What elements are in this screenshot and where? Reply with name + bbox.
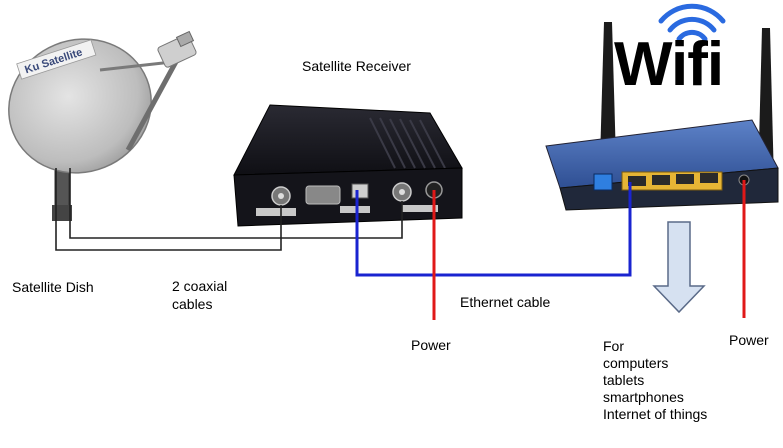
list-item: tablets	[603, 372, 645, 388]
satellite-dish-icon: Ku Satellite	[8, 30, 197, 221]
list-item: smartphones	[603, 389, 684, 405]
ethernet-cable	[355, 182, 632, 277]
devices-list: For computers tablets smartphones Intern…	[603, 338, 707, 423]
coax-label-line2: cables	[172, 296, 213, 312]
ethernet-label: Ethernet cable	[460, 294, 551, 310]
power-label-router: Power	[729, 332, 769, 348]
wifi-router-icon	[545, 22, 779, 211]
devices-title: For	[603, 338, 624, 354]
wifi-signal-icon	[658, 3, 726, 42]
power-label-receiver: Power	[411, 337, 451, 353]
wifi-logo-text: Wifi	[614, 30, 724, 99]
list-item: Internet of things	[603, 406, 708, 422]
down-arrow-icon	[652, 221, 706, 314]
dish-label: Satellite Dish	[12, 279, 94, 295]
receiver-label: Satellite Receiver	[302, 58, 411, 74]
coaxial-cables	[55, 168, 403, 251]
list-item: computers	[603, 355, 669, 371]
coax-label-line1: 2 coaxial	[172, 278, 228, 294]
satellite-receiver-icon	[233, 104, 463, 227]
